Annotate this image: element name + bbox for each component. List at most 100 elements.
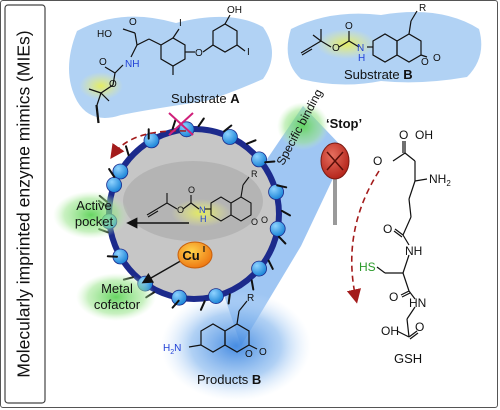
particle-bead [143,132,160,149]
atom-h-t: H [200,214,207,224]
atom-i-top: I [179,18,182,29]
atom-ho: HO [97,29,112,40]
atom-r-t: R [251,169,258,179]
template-glow [171,199,231,227]
cu-label: Cu [182,248,199,263]
particle-bead [106,176,122,193]
polymer-spike [223,124,233,133]
polymer-spike [227,293,231,305]
atom-nh-gsh: NH [405,244,422,258]
template-atoms: O O N H R O O [177,169,268,227]
particle-bead [112,163,129,180]
substrate-a-label: Substrate A [171,91,240,106]
atom-o-t: O [177,205,184,215]
products-glow [161,291,311,401]
atom-o-lactone-b: O [433,53,441,64]
gsh-label: GSH [394,351,422,366]
atom-o-gsh-5: O [415,320,424,334]
polymer-spike [171,299,180,309]
atom-o-ring-t: O [251,217,258,227]
polymer-spike [246,139,257,145]
products-label-letter: B [252,372,261,387]
products-label-prefix: Products [197,372,252,387]
substrate-a-label-prefix: Substrate [171,91,230,106]
polymer-spike [280,209,291,217]
template-structure [146,176,252,222]
product-atoms: H2N R O O [163,293,267,360]
metal-cofactor-label-line2: cofactor [94,297,141,312]
atom-o-ring-b: O [421,57,429,68]
atom-o-b-carbonyl: O [345,21,353,32]
polymer-spike [250,279,255,291]
atom-o-acid: O [129,17,137,28]
metal-cofactor-label-line1: Metal [101,281,133,296]
atom-r-b: R [419,3,426,14]
atom-o-lactone-t: O [261,215,268,225]
atom-o-ether: O [195,48,203,59]
polymer-spike [264,160,276,164]
metal-cofactor-glow [76,273,156,321]
atom-n-t: N [199,205,206,215]
atom-o-ester: O [109,79,117,90]
atom-r-p: R [247,293,254,304]
substrate-a-glow [79,72,123,100]
atom-h2n-h: H [163,343,170,354]
cu-superscript: I [203,245,205,254]
substrate-a-atoms: OH I I O HO O NH O O [97,5,250,90]
substrate-a-label-letter: A [230,91,240,106]
particle-bead [221,129,238,145]
polymer-spike [108,168,116,178]
atom-o-t-carbonyl: O [188,185,195,195]
specific-binding-glow [277,102,329,150]
cu-badge [177,241,213,269]
substrate-a-structure [88,14,246,124]
atom-o-b: O [332,43,340,54]
particle-bead [251,151,268,168]
substrate-b-atoms: O O N H R O O [332,3,441,68]
polymer-spike [278,235,287,245]
substrate-b-label-letter: B [403,67,412,82]
atom-nh: NH [125,59,139,70]
atom-o-gsh-3: O [383,222,392,236]
products-label: Products B [197,372,261,387]
active-pocket-label-line2: pocket [75,214,114,229]
atom-hs-gsh: HS [359,260,376,274]
polymer-spike [276,184,288,189]
stop-label: ‘Stop’ [326,116,362,131]
polymer-spike [171,118,177,130]
particle-bead [171,289,188,306]
atom-oh-gsh-1: OH [415,128,433,142]
atom-o-ring-p: O [245,349,253,360]
polymer-spike [197,117,205,128]
blocked-cross-icon [168,112,194,136]
atom-oh-gsh-2: OH [381,324,399,338]
polymer-spike [125,145,130,157]
atom-oh: OH [227,5,242,16]
atom-i-right: I [247,47,250,58]
substrate-b-structure [300,10,428,63]
atom-h2n: H2N [163,343,181,356]
red-dashed-arrow-right [346,170,380,304]
atom-nh2-gsh-sub: 2 [446,179,451,188]
product-structure [188,300,258,353]
atom-o-gsh-4: O [389,290,398,304]
particle-bead [269,220,286,237]
active-pocket-label-line1: Active [76,198,111,213]
substrate-b-label-prefix: Substrate [344,67,403,82]
side-title-box: Molecularly imprinted enzyme mimics (MIE… [4,4,46,404]
atom-h2n-sub: 2 [170,349,174,356]
polymer-spike [267,259,274,270]
atom-nh2-gsh: NH2 [429,172,451,188]
active-pocket-glow [53,191,129,239]
atom-o-lactone-p: O [259,347,267,358]
atom-nh2-gsh-base: NH [429,172,446,186]
atom-o-gsh-2: O [399,128,408,142]
metal-cofactor-arrow [141,258,185,284]
stop-sign-icon [320,142,350,225]
particle-bead [251,260,268,277]
substrate-b-label: Substrate B [344,67,413,82]
gsh-atoms: O O OH NH2 O NH HS O HN OH O [359,128,451,338]
atom-hn-gsh: HN [409,296,426,310]
